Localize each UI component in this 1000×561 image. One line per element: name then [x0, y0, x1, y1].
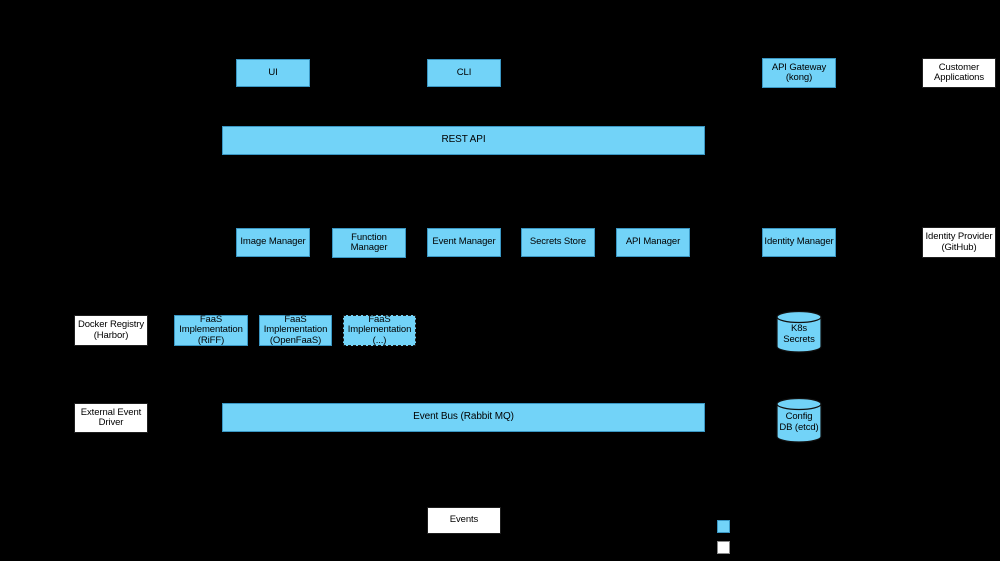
- node-function-manager: Function Manager: [332, 228, 406, 258]
- cylinder-config-db: Config DB (etcd): [776, 397, 822, 443]
- cylinder-k8s-secrets: K8s Secrets: [776, 310, 822, 353]
- node-rest-api: REST API: [222, 126, 705, 155]
- node-faas-riff-label: FaaS Implementation (RiFF): [179, 313, 243, 346]
- node-ui-label: UI: [268, 66, 278, 78]
- node-external-event-driver: External Event Driver: [74, 403, 148, 433]
- legend-swatch-white: [717, 541, 730, 554]
- node-identity-provider: Identity Provider (GitHub): [922, 227, 996, 258]
- node-faas-openfaas: FaaS Implementation (OpenFaaS): [259, 313, 332, 346]
- node-ui: UI: [236, 59, 310, 87]
- cylinder-shape: [776, 397, 822, 443]
- node-events: Events: [427, 507, 501, 534]
- node-docker-registry-label: Docker Registry (Harbor): [77, 319, 145, 341]
- node-image-manager: Image Manager: [236, 228, 310, 257]
- node-cli-label: CLI: [456, 66, 472, 78]
- node-customer-applications-label: Customer Applications: [933, 61, 985, 83]
- node-api-manager-label: API Manager: [625, 236, 681, 248]
- node-faas-other-label: FaaS Implementation (...): [347, 313, 412, 346]
- node-image-manager-label: Image Manager: [240, 236, 306, 248]
- node-faas-openfaas-label: FaaS Implementation (OpenFaaS): [263, 313, 328, 346]
- node-events-label: Events: [449, 514, 479, 526]
- node-external-event-driver-label: External Event Driver: [80, 406, 142, 428]
- node-secrets-store: Secrets Store: [521, 228, 595, 257]
- cylinder-shape: [776, 310, 822, 353]
- cylinder-k8s-secrets-label: K8s Secrets: [783, 323, 815, 345]
- node-function-manager-label: Function Manager: [350, 231, 388, 253]
- legend-swatch-blue: [717, 520, 730, 533]
- node-cli: CLI: [427, 59, 501, 87]
- node-event-bus-label: Event Bus (Rabbit MQ): [413, 411, 514, 423]
- node-api-manager: API Manager: [616, 228, 690, 257]
- node-faas-riff: FaaS Implementation (RiFF): [174, 313, 248, 346]
- node-identity-manager: Identity Manager: [762, 228, 836, 257]
- node-secrets-store-label: Secrets Store: [529, 236, 587, 248]
- node-faas-other: FaaS Implementation (...): [343, 313, 416, 346]
- node-event-manager: Event Manager: [427, 228, 501, 257]
- node-customer-applications: Customer Applications: [922, 58, 996, 88]
- node-rest-api-label: REST API: [441, 134, 486, 146]
- node-event-manager-label: Event Manager: [432, 236, 496, 248]
- node-docker-registry: Docker Registry (Harbor): [74, 315, 148, 346]
- node-identity-manager-label: Identity Manager: [764, 236, 834, 248]
- node-api-gateway: API Gateway (kong): [762, 58, 836, 88]
- node-identity-provider-label: Identity Provider (GitHub): [925, 231, 993, 253]
- node-api-gateway-label: API Gateway (kong): [771, 61, 827, 83]
- cylinder-config-db-label: Config DB (etcd): [779, 411, 819, 433]
- node-event-bus: Event Bus (Rabbit MQ): [222, 403, 705, 432]
